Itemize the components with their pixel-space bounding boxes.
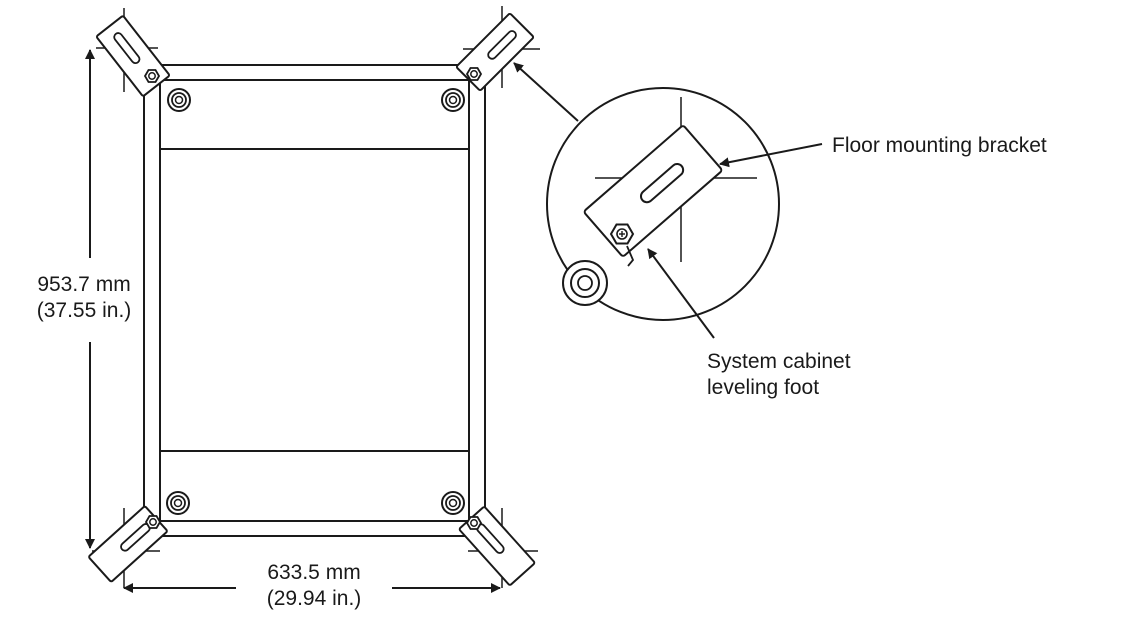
width-metric: 633.5 mm [267,561,361,584]
width-imperial: (29.94 in.) [266,587,362,610]
corner-bracket-bottom-right [457,505,538,588]
leveling-foot-label-line2: leveling foot [707,376,820,399]
floor-mounting-bracket-label: Floor mounting bracket [832,134,1047,157]
corner-bracket-bottom-left [87,504,169,588]
height-imperial: (37.55 in.) [36,299,132,322]
width-dimension-label: 633.5 mm (29.94 in.) [234,560,394,612]
cabinet-outline [143,64,486,537]
leveling-foot-label-line1: System cabinet [707,350,851,373]
height-metric: 953.7 mm [37,273,131,296]
corner-bracket-top-right [455,6,540,92]
height-dimension-label: 953.7 mm (37.55 in.) [4,272,164,324]
leveling-foot-label: System cabinet leveling foot [707,349,851,401]
detail-magnifier [513,62,780,321]
corner-bracket-top-left [95,8,171,98]
callout-leaders [647,143,823,339]
